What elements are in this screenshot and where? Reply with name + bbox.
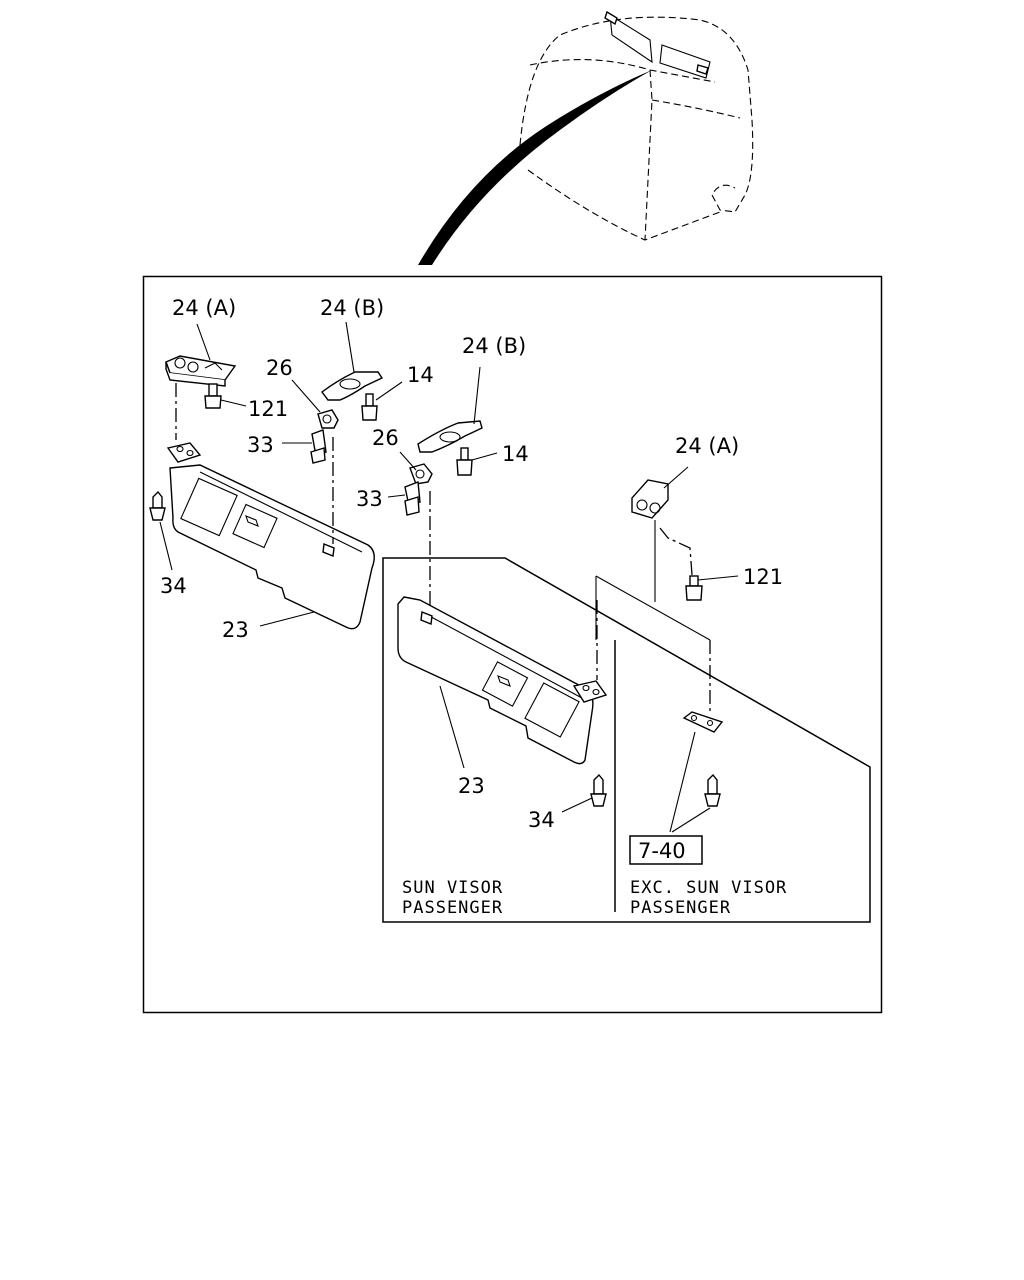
label-33-mid: 33 — [356, 487, 383, 511]
main-frame — [142, 275, 883, 1014]
bracket-24a-right — [631, 479, 669, 519]
bracket-24b-left — [321, 371, 384, 401]
screw-14-left — [361, 393, 378, 421]
screw-121-right — [685, 575, 703, 601]
reference-label: 7-40 — [638, 839, 686, 863]
label-33-left: 33 — [247, 433, 274, 457]
screw-34-right — [590, 773, 607, 807]
label-14-mid: 14 — [502, 442, 529, 466]
caption-passenger-left: PASSENGER — [402, 898, 503, 918]
label-121-right: 121 — [743, 565, 783, 589]
label-34-right: 34 — [528, 808, 555, 832]
screw-121-left — [204, 383, 222, 409]
clip-26-left — [317, 409, 339, 429]
caption-passenger-right: PASSENGER — [630, 898, 731, 918]
screw-33-mid — [404, 481, 421, 516]
label-26-mid: 26 — [372, 426, 399, 450]
label-24b-left: 24 (B) — [320, 296, 384, 320]
label-23-right: 23 — [458, 774, 485, 798]
sun-visor-driver — [166, 442, 375, 630]
label-121-left: 121 — [248, 397, 288, 421]
reference-box — [629, 835, 703, 865]
cab-overview — [418, 10, 754, 265]
caption-sun-visor: SUN VISOR — [402, 878, 503, 898]
label-34-left: 34 — [160, 574, 187, 598]
label-24a-left: 24 (A) — [172, 296, 236, 320]
label-23-left: 23 — [222, 618, 249, 642]
screw-34-left — [149, 490, 166, 521]
plate-exc-visor — [682, 711, 724, 733]
label-14-left: 14 — [407, 363, 434, 387]
screw-exc-visor — [704, 773, 721, 807]
label-24a-right: 24 (A) — [675, 434, 739, 458]
label-26-left: 26 — [266, 356, 293, 380]
bracket-24a-left — [165, 355, 237, 387]
caption-exc-sun-visor: EXC. SUN VISOR — [630, 878, 787, 898]
variant-inset-box — [382, 557, 871, 923]
bracket-24b-mid — [417, 420, 483, 453]
label-24b-mid: 24 (B) — [462, 334, 526, 358]
screw-14-mid — [456, 447, 473, 476]
screw-33-left — [310, 429, 327, 464]
sun-visor-passenger — [397, 596, 608, 765]
